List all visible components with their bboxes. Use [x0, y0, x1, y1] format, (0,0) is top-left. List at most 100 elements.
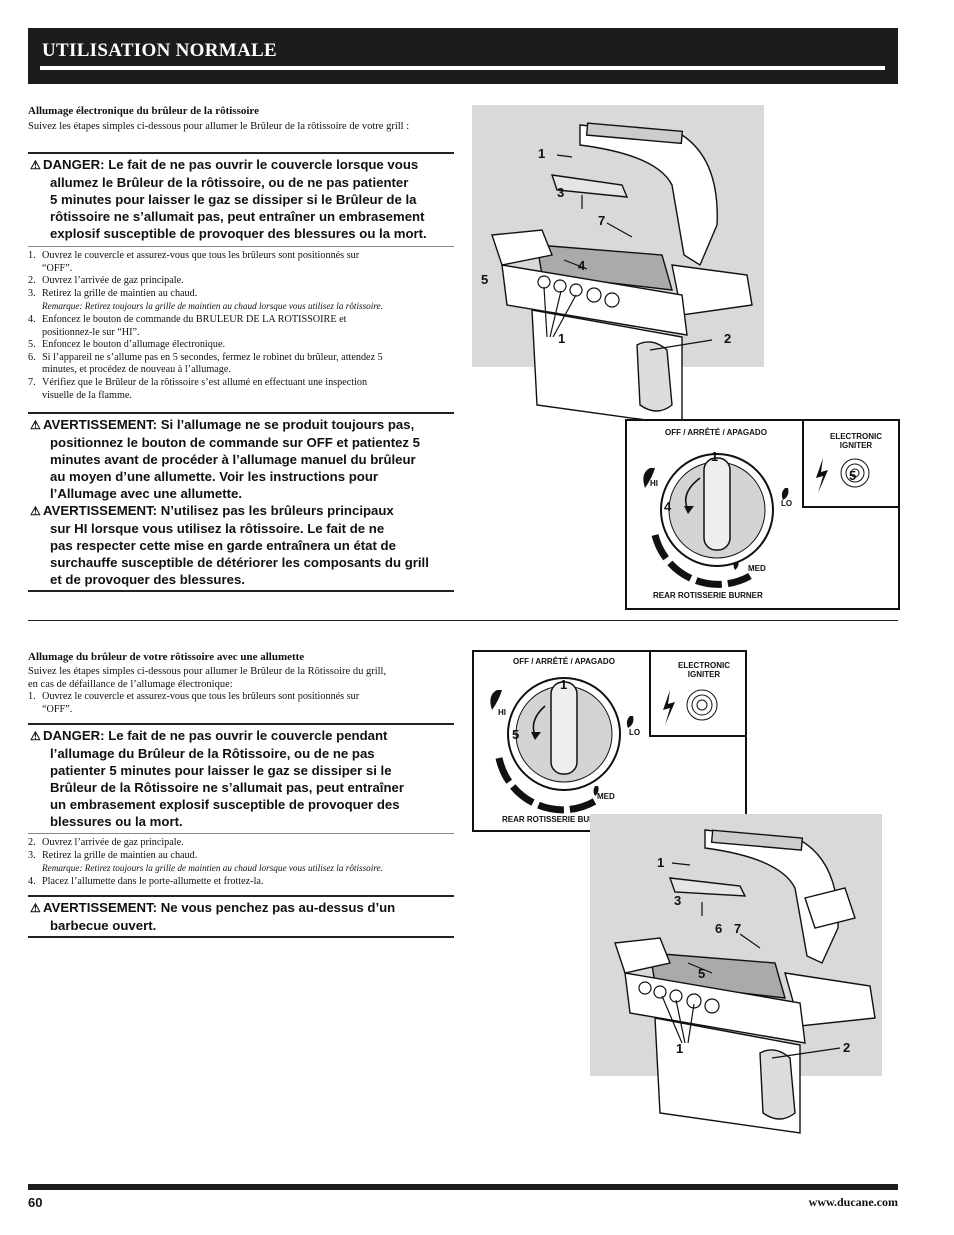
danger1-line: allumez le Brûleur de la rôtissoire, ou …: [50, 175, 409, 190]
warning1-line: l’Allumage avec une allumette.: [50, 486, 243, 501]
grill-illustration-1: [491, 122, 753, 426]
list-item: 1.Ouvrez le couvercle et assurez-vous qu…: [28, 691, 360, 715]
med-flame-icon: [593, 786, 599, 796]
dial-burner-label: REAR ROTISSERIE BURNER: [653, 591, 763, 600]
danger2-bottom-rule: [28, 833, 454, 834]
dial-med-label-2: MED: [597, 792, 615, 801]
igniter-panel-2: [649, 651, 746, 737]
danger2-line: DANGER: Le fait de ne pas ouvrir le couv…: [43, 728, 388, 743]
hi-flame-icon: [643, 468, 655, 488]
danger1-line: explosif susceptible de provoquer des bl…: [50, 226, 427, 241]
danger2-line: patienter 5 minutes pour laisser le gaz …: [50, 763, 392, 778]
danger1-bottom-rule: [28, 246, 454, 247]
list-item: 4.Placez l’allumette dans le porte-allum…: [28, 875, 264, 887]
igniter-panel-1: [802, 420, 899, 508]
section1-intro: Suivez les étapes simples ci-dessous pou…: [28, 121, 410, 132]
section1-title: Allumage électronique du brûleur de la r…: [28, 105, 259, 117]
danger1-top-rule: [28, 152, 454, 154]
dial-callout-5-2: 5: [512, 727, 520, 742]
dial-burner-label-2: REAR ROTISSERIE BURNER: [502, 815, 612, 824]
lightning-icon: [816, 458, 828, 493]
warning2-line: surchauffe susceptible de détériorer les…: [50, 555, 429, 570]
callout-5: 5: [481, 272, 489, 287]
grill-illustration-2: [614, 829, 876, 1134]
section2-step1: 1.Ouvrez le couvercle et assurez-vous qu…: [28, 691, 454, 716]
list-item: 1.Ouvrez le couvercle et assurez-vous qu…: [28, 250, 360, 274]
lo-flame-icon: [626, 716, 634, 728]
footer-bar: [28, 1184, 898, 1190]
warning-triangle-icon: ⚠: [30, 504, 41, 518]
callout-3: 3: [557, 185, 565, 200]
warning1-bottom-rule: [28, 590, 454, 592]
dial-callout-1-2: 1: [560, 677, 568, 692]
dial-lo-label: LO: [781, 499, 793, 508]
dial-callout-4: 4: [664, 499, 672, 514]
callout-7: 7: [598, 213, 606, 228]
header-rule: [40, 66, 885, 70]
callout2-1b: 1: [676, 1041, 684, 1056]
list-item: 2.Ouvrez l’arrivée de gaz principale.: [28, 837, 184, 848]
warning3-line: barbecue ouvert.: [50, 918, 157, 933]
warning1-line: minutes avant de procéder à l’allumage m…: [50, 452, 416, 467]
section2-title: Allumage du brûleur de votre rôtissoire …: [28, 651, 305, 663]
callout-1b: 1: [558, 331, 566, 346]
warning1-line: positionnez le bouton de commande sur OF…: [50, 435, 421, 450]
danger2-top-rule: [28, 723, 454, 725]
warning-triangle-icon: ⚠: [30, 901, 41, 915]
section2-intro: Suivez les étapes simples ci-dessous pou…: [28, 666, 387, 690]
list-item: 6.Si l’appareil ne s’allume pas en 5 sec…: [28, 351, 383, 376]
danger2-line: Brûleur de la Rôtissoire ne s’allumait p…: [50, 780, 404, 795]
lo-flame-icon: [781, 488, 789, 500]
control-knob-diagram-2: [490, 677, 718, 814]
warning3-top-rule: [28, 895, 454, 897]
callout2-2: 2: [843, 1040, 851, 1055]
control-knob-diagram-1: [643, 453, 870, 588]
callout2-6: 6: [715, 921, 723, 936]
warning3-box: ⚠AVERTISSEMENT: Ne vous penchez pas au-d…: [30, 899, 460, 934]
callout2-1: 1: [657, 855, 665, 870]
list-item: 7.Vérifiez que le Brûleur de la rôtissoi…: [28, 376, 368, 401]
section1-steps: 1.Ouvrez le couvercle et assurez-vous qu…: [28, 250, 454, 402]
page-title: UTILISATION NORMALE: [42, 40, 277, 61]
dial-lo-label-2: LO: [629, 728, 641, 737]
page-number: 60: [28, 1195, 43, 1210]
warning-triangle-icon: ⚠: [30, 158, 41, 172]
warning2-line: sur HI lorsque vous utilisez la rôtissoi…: [50, 521, 385, 536]
callout-2: 2: [724, 331, 732, 346]
section-divider: [28, 620, 898, 621]
danger2-line: blessures ou la mort.: [50, 814, 183, 829]
warning-triangle-icon: ⚠: [30, 418, 41, 432]
hi-flame-icon: [490, 690, 502, 710]
dial-med-label: MED: [748, 564, 766, 573]
callout2-3: 3: [674, 893, 682, 908]
warning2-line: et de provoquer des blessures.: [50, 572, 245, 587]
list-item: 4.Enfoncez le bouton de commande du BRUL…: [28, 313, 347, 338]
section-header-bar: [28, 28, 898, 84]
footer-url[interactable]: www.ducane.com: [808, 1195, 898, 1209]
warning1-line: au moyen d’une allumette. Voir les instr…: [50, 469, 379, 484]
callout-4: 4: [578, 258, 586, 273]
warning3-line: AVERTISSEMENT: Ne vous penchez pas au-de…: [43, 900, 396, 915]
section2-steps: 2.Ouvrez l’arrivée de gaz principale. 3.…: [28, 837, 454, 888]
danger1-line: rôtissoire ne s’allumait pas, peut entra…: [50, 209, 425, 224]
dial-hi-label: HI: [650, 479, 658, 488]
list-item: 2.Ouvrez l’arrivée de gaz principale.: [28, 275, 184, 287]
warning-triangle-icon: ⚠: [30, 729, 41, 743]
dial-callout-1: 1: [711, 449, 719, 464]
list-item: 3.Retirez la grille de maintien au chaud…: [28, 849, 383, 874]
warning1-box: ⚠AVERTISSEMENT: Si l’allumage ne se prod…: [30, 416, 460, 588]
warning1-top-rule: [28, 412, 454, 414]
warning3-bottom-rule: [28, 936, 454, 938]
callout-1: 1: [538, 146, 546, 161]
dial-off-label-2: OFF / ARRÊTÉ / APAGADO: [513, 657, 615, 666]
danger2-box: ⚠DANGER: Le fait de ne pas ouvrir le cou…: [30, 727, 460, 830]
warning2-line: AVERTISSEMENT: N’utilisez pas les brûleu…: [43, 503, 394, 518]
list-item: 5.Enfoncez le bouton d’allumage électron…: [28, 339, 226, 351]
lightning-icon: [663, 690, 675, 725]
warning2-line: pas respecter cette mise en garde entraî…: [50, 538, 396, 553]
callout2-5: 5: [698, 966, 706, 981]
callout2-7: 7: [734, 921, 742, 936]
danger1-box: ⚠DANGER: Le fait de ne pas ouvrir le cou…: [30, 156, 460, 242]
danger2-line: un embrasement explosif susceptible de p…: [50, 797, 400, 812]
